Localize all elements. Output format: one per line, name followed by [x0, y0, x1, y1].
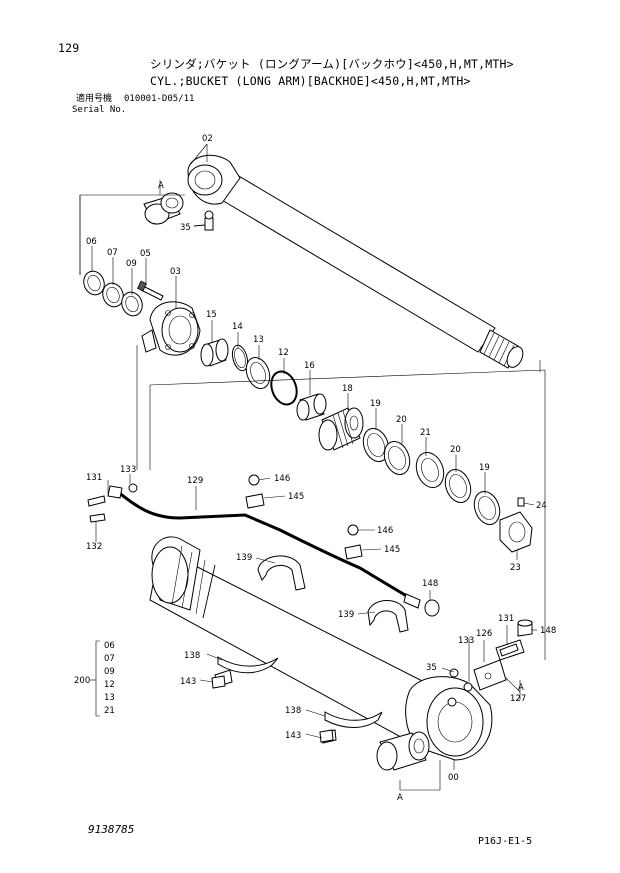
- callout-145-a: 145: [288, 492, 304, 502]
- kit-item: 06: [104, 641, 115, 651]
- cylinder-tube: [149, 536, 493, 761]
- callout-05: 05: [140, 249, 151, 259]
- callout-148-a: 148: [422, 579, 438, 589]
- callout-23: 23: [510, 563, 521, 573]
- kit-item: 12: [104, 680, 115, 690]
- callout-35-bottom: 35: [426, 663, 437, 673]
- callout-143-b: 143: [285, 731, 301, 741]
- ring-14: [231, 344, 249, 372]
- callout-19-b: 19: [479, 463, 490, 473]
- callout-145-b: 145: [384, 545, 400, 555]
- serial-label-english: Serial No.: [72, 105, 127, 115]
- bolt-143b: [319, 729, 334, 743]
- callout-13: 13: [253, 335, 264, 345]
- callout-16: 16: [304, 361, 315, 371]
- callout-139-b: 139: [338, 610, 354, 620]
- grease-fitting-top: [193, 210, 214, 231]
- ring-20a: [383, 441, 411, 475]
- callout-20-b: 20: [450, 445, 461, 455]
- callout-24: 24: [536, 501, 547, 511]
- bushing-top: [143, 192, 184, 225]
- rod-cover-03: [141, 301, 201, 356]
- clamp-145b: [344, 524, 363, 560]
- callout-126: 126: [476, 629, 492, 639]
- title-english: CYL.;BUCKET (LONG ARM)[BACKHOE]<450,H,MT…: [150, 74, 471, 88]
- title-japanese: シリンダ;バケット (ロングアーム)[バックホウ]<450,H,MT,MTH>: [150, 57, 514, 71]
- collar-16: [296, 393, 327, 421]
- callout-12: 12: [278, 348, 289, 358]
- ring-21: [415, 452, 445, 488]
- callout-a-top: A: [158, 181, 164, 191]
- callout-35-top: 35: [180, 223, 191, 233]
- callout-20-a: 20: [396, 415, 407, 425]
- serial-range: 010001-D05/11: [124, 94, 195, 104]
- page-number: 129: [58, 41, 80, 55]
- callout-132: 132: [86, 542, 102, 552]
- band-139a: [257, 555, 306, 591]
- seal-rings-06-07-09: [83, 270, 143, 317]
- callout-133-a: 133: [120, 465, 136, 475]
- callout-138-a: 138: [184, 651, 200, 661]
- callout-131-a: 131: [86, 473, 102, 483]
- callout-129: 129: [187, 476, 203, 486]
- plug-148a: [424, 599, 440, 617]
- bolt-05: [137, 280, 164, 301]
- callout-21: 21: [420, 428, 431, 438]
- callout-146-a: 146: [274, 474, 290, 484]
- callout-138-b: 138: [285, 706, 301, 716]
- callout-127: 127: [510, 694, 526, 704]
- kit-label: 200: [74, 676, 90, 686]
- bushing-bottom: [376, 731, 430, 771]
- callout-18: 18: [342, 384, 353, 394]
- clamp-145a: [245, 474, 265, 509]
- drawing-number: 9138785: [88, 823, 135, 836]
- callout-02: 02: [202, 134, 213, 144]
- callout-15: 15: [206, 310, 217, 320]
- callout-143-a: 143: [180, 677, 196, 687]
- callout-139-a: 139: [236, 553, 252, 563]
- callout-a-bottom: A: [518, 683, 524, 693]
- cap-148b: [517, 619, 533, 637]
- bushing-15: [200, 338, 229, 367]
- callout-06: 06: [86, 237, 97, 247]
- bolt-131b: [499, 643, 519, 657]
- callout-03: 03: [170, 267, 181, 277]
- callout-00: 00: [448, 773, 459, 783]
- band-139b: [367, 600, 409, 633]
- kit-item: 09: [104, 667, 115, 677]
- bolt-143a: [211, 675, 226, 689]
- nut-23: [499, 497, 533, 553]
- callout-14: 14: [232, 322, 243, 332]
- pipe-129: [107, 485, 421, 609]
- o-ring-12: [270, 370, 298, 406]
- callout-09: 09: [126, 259, 137, 269]
- kit-item: 13: [104, 693, 115, 703]
- bolt-131a-132: [87, 483, 138, 523]
- piston-rod: [187, 154, 524, 369]
- ring-19b: [473, 491, 501, 525]
- kit-item: 07: [104, 654, 115, 664]
- ring-20b: [444, 469, 472, 503]
- callout-131-b: 131: [498, 614, 514, 624]
- callout-148-b: 148: [540, 626, 556, 636]
- serial-label-japanese: 適用号機: [76, 94, 113, 104]
- callout-19-a: 19: [370, 399, 381, 409]
- piston-18: [318, 407, 364, 451]
- kit-item: 21: [104, 706, 115, 716]
- callout-07: 07: [107, 248, 118, 258]
- callout-133-b: 133: [458, 636, 474, 646]
- callout-a-lower: A: [397, 793, 403, 803]
- ring-19a: [362, 428, 390, 462]
- page-code: P16J-E1-5: [478, 836, 533, 847]
- callout-146-b: 146: [377, 526, 393, 536]
